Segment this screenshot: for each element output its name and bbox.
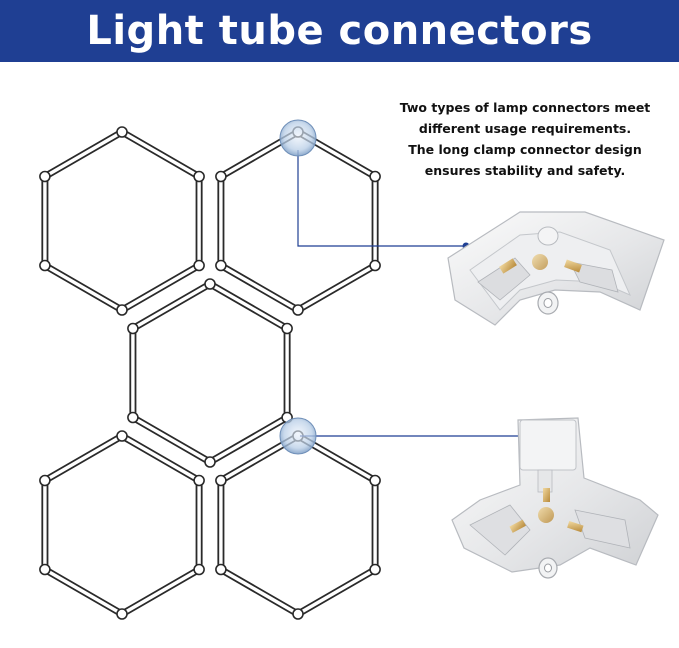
tube-joint-connector — [116, 126, 128, 138]
hexagon-tube-core — [43, 130, 201, 312]
tube-joint-connector — [215, 474, 227, 487]
description-line: ensures stability and safety. — [424, 163, 626, 178]
tube-joint-connector — [369, 474, 381, 487]
tube-joint-connector — [281, 322, 293, 335]
description-line: The long clamp connector design — [408, 142, 642, 157]
description-line: Two types of lamp connectors meet — [399, 100, 651, 115]
tube-joint-connector — [127, 322, 139, 335]
tube-joint-connector — [39, 170, 51, 183]
corner-connector-photo — [447, 211, 665, 326]
tube-frame-inner — [43, 130, 377, 616]
tube-joint-connector — [292, 608, 304, 620]
highlight-circle-top — [279, 119, 317, 157]
tube-joint-connector — [204, 456, 216, 468]
tube-frame — [41, 128, 379, 618]
tube-joint-connector — [39, 259, 51, 272]
tube-joint-connector — [193, 170, 205, 183]
hexagon-tube — [41, 432, 203, 618]
tube-joint-connector — [369, 170, 381, 183]
tube-joint-connector — [193, 474, 205, 487]
y-connector-photo — [451, 417, 659, 579]
tube-joint-connector — [116, 608, 128, 620]
hexagon-tube — [129, 280, 291, 466]
tube-joint-connector — [292, 304, 304, 316]
tube-joints — [39, 126, 381, 620]
banner-title: Light tube connectors — [86, 8, 593, 54]
description-text: Two types of lamp connectors meet differ… — [380, 97, 670, 181]
hexagon-tube — [217, 432, 379, 618]
leader-line-top — [297, 150, 463, 247]
callout-leaders — [297, 150, 522, 437]
hexagon-tube — [41, 128, 203, 314]
tube-joint-connector — [369, 259, 381, 272]
tube-joint-connector — [215, 170, 227, 183]
hexagon-tube-core — [131, 282, 289, 464]
tube-joint-connector — [215, 259, 227, 272]
tube-joint-connector — [116, 304, 128, 316]
tube-joint-connector — [193, 259, 205, 272]
hexagon-tube-core — [219, 434, 377, 616]
hexagon-tube-core — [43, 434, 201, 616]
highlight-circle-bottom — [279, 417, 317, 455]
tube-joint-connector — [39, 474, 51, 487]
tube-joint-connector — [127, 411, 139, 424]
tube-joint-connector — [39, 563, 51, 576]
tube-joint-connector — [193, 563, 205, 576]
title-banner: Light tube connectors — [0, 0, 679, 62]
tube-joint-connector — [369, 563, 381, 576]
tube-joint-connector — [215, 563, 227, 576]
description-line: different usage requirements. — [418, 121, 632, 136]
tube-joint-connector — [204, 278, 216, 290]
tube-joint-connector — [116, 430, 128, 442]
